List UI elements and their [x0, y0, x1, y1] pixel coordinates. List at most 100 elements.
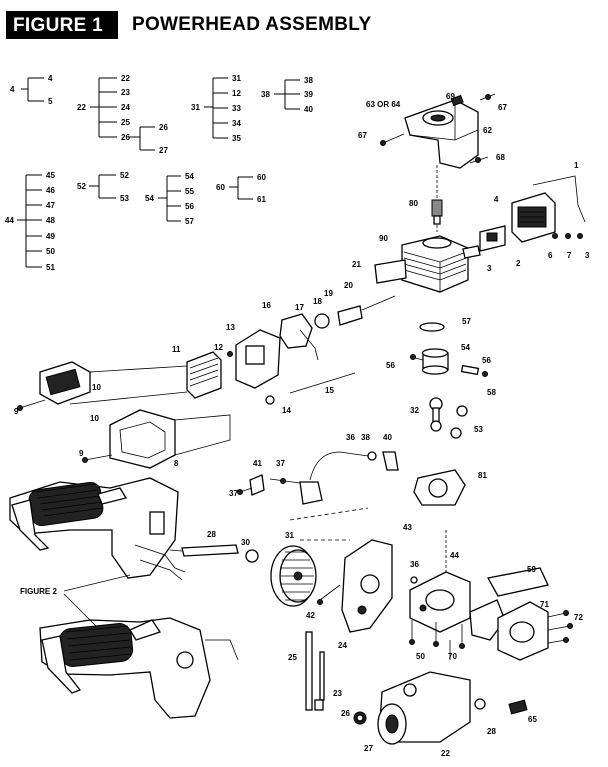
- legend-child: 23: [121, 88, 130, 97]
- callout-label: 19: [324, 289, 333, 298]
- figure-label: FIGURE 1: [13, 15, 104, 36]
- callout-label: 11: [172, 345, 181, 354]
- legend-child: 51: [46, 263, 55, 272]
- legend-child: 26: [121, 133, 130, 142]
- legend-child: 34: [232, 119, 241, 128]
- connecting-rod-part: [429, 397, 468, 439]
- legend-child: 46: [46, 186, 55, 195]
- legend-child: 26: [159, 123, 168, 132]
- legend-parent-52: 52: [77, 182, 86, 191]
- callout-label: 31: [285, 531, 294, 540]
- callout-label: 22: [441, 749, 450, 758]
- legend-parent-4: 4: [10, 85, 15, 94]
- callout-label: 17: [295, 303, 304, 312]
- legend-child: 22: [121, 74, 130, 83]
- legend-child: 45: [46, 171, 55, 180]
- legend-child: 47: [46, 201, 55, 210]
- callout-label: 2: [516, 259, 521, 268]
- callout-label: 9: [14, 407, 19, 416]
- carburetor-parts: [227, 295, 396, 405]
- callout-label: 9: [79, 449, 84, 458]
- screw-parts: [380, 93, 496, 164]
- callout-label: 40: [383, 433, 392, 442]
- cylinder-part: [401, 235, 469, 293]
- callout-label: 62: [483, 126, 492, 135]
- callout-label: 3: [585, 251, 590, 260]
- callout-label: 38: [361, 433, 370, 442]
- callout-label: 12: [214, 343, 223, 352]
- callout-label: 32: [410, 406, 419, 415]
- flywheel-part: [270, 507, 369, 607]
- legend-child: 57: [185, 217, 194, 226]
- callout-label: 58: [487, 388, 496, 397]
- callout-label: 24: [338, 641, 347, 650]
- callout-label: 28: [207, 530, 216, 539]
- callout-label: 30: [241, 538, 250, 547]
- callout-label: 36: [410, 560, 419, 569]
- legend-child: 33: [232, 104, 241, 113]
- callout-label: 54: [461, 343, 470, 352]
- fuel-line-parts: [237, 451, 399, 505]
- callout-label: 25: [288, 653, 297, 662]
- callout-label: 42: [306, 611, 315, 620]
- piston-part: [410, 322, 488, 377]
- callout-label: 69: [446, 92, 455, 101]
- handle-housing-figure2: [39, 617, 239, 719]
- diagram-title: POWERHEAD ASSEMBLY: [132, 14, 372, 35]
- legend-tree-22: 22 22 23 24 25 26 26 27: [77, 74, 168, 155]
- legend-child: 39: [304, 90, 313, 99]
- drive-shaft-part: [169, 544, 259, 563]
- callout-label: 59: [527, 565, 536, 574]
- callout-labels: 63 OR 64 69 67 67 62 68 1 4 80 90 2 3 6 …: [14, 92, 590, 758]
- callout-label: 44: [450, 551, 459, 560]
- callout-label: 37: [276, 459, 285, 468]
- legend-child: 55: [185, 187, 194, 196]
- callout-label: 68: [496, 153, 505, 162]
- cylinder-cover-part: [404, 99, 479, 169]
- crankcase-part: [341, 530, 549, 641]
- callout-label: 67: [358, 131, 367, 140]
- callout-label: 90: [379, 234, 388, 243]
- legend-child: 12: [232, 89, 241, 98]
- callout-label: 57: [462, 317, 471, 326]
- callout-label: 65: [528, 715, 537, 724]
- legend-tree-31: 31 31 12 33 34 35: [191, 74, 241, 143]
- legend-parent-22: 22: [77, 103, 86, 112]
- callout-label: 81: [478, 471, 487, 480]
- legend-parent-54: 54: [145, 194, 154, 203]
- callout-label: 67: [498, 103, 507, 112]
- handle-housing-figure1: [9, 477, 186, 581]
- callout-label: 80: [409, 199, 418, 208]
- callout-label: 63 OR 64: [366, 100, 401, 109]
- legend-parent-60: 60: [216, 183, 225, 192]
- callout-label: 23: [333, 689, 342, 698]
- fan-cover-part: [353, 671, 528, 745]
- legend-child: 48: [46, 216, 55, 225]
- muffler-part: [511, 175, 586, 243]
- legend-child: 38: [304, 76, 313, 85]
- callout-label: 28: [487, 727, 496, 736]
- callout-label: 50: [416, 652, 425, 661]
- callout-label: 56: [482, 356, 491, 365]
- figure2-leaders: [63, 574, 131, 627]
- callout-label: 15: [325, 386, 334, 395]
- clutch-housing-part: [497, 601, 573, 661]
- callout-label: 14: [282, 406, 291, 415]
- legend-child: 60: [257, 173, 266, 182]
- legend-parent-31: 31: [191, 103, 200, 112]
- callout-label: FIGURE 2: [20, 587, 57, 596]
- callout-label: 18: [313, 297, 322, 306]
- callout-label: 13: [226, 323, 235, 332]
- callout-label: 7: [567, 251, 572, 260]
- crankcase-gasket-part: [413, 469, 466, 506]
- legend-child: 52: [120, 171, 129, 180]
- legend-child: 40: [304, 105, 313, 114]
- legend-parent-38: 38: [261, 90, 270, 99]
- screw-parts: [317, 584, 465, 660]
- legend-tree-44: 44 45 46 47 48 49 50 51: [5, 171, 55, 272]
- callout-label: 20: [344, 281, 353, 290]
- legend-child: 49: [46, 232, 55, 241]
- callout-label: 26: [341, 709, 350, 718]
